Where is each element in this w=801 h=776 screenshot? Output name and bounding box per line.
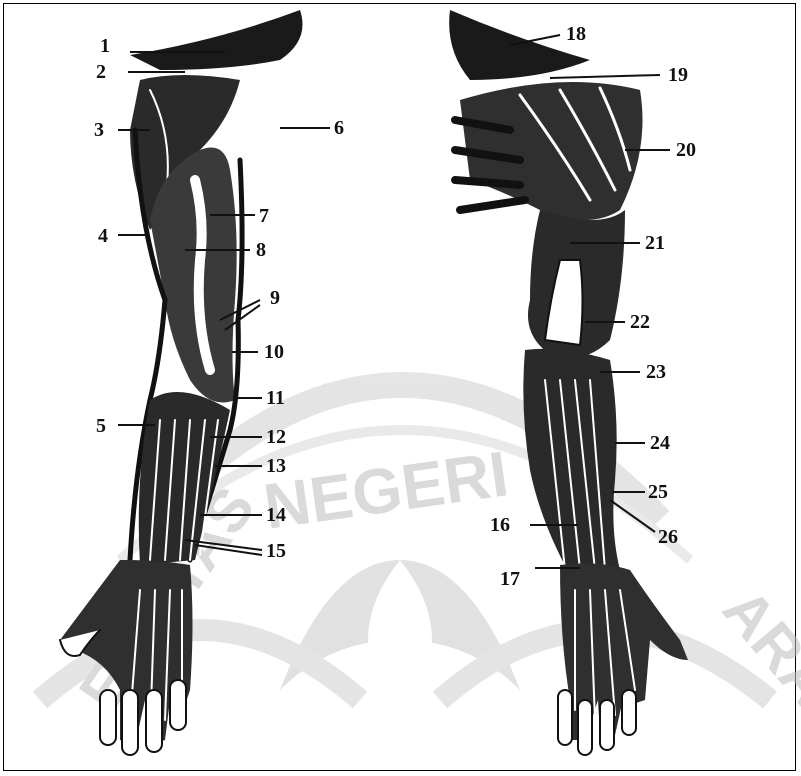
label-26: 26	[658, 526, 678, 548]
label-4: 4	[98, 225, 108, 247]
label-17: 17	[500, 568, 520, 590]
label-11: 11	[266, 387, 285, 409]
label-14: 14	[266, 504, 286, 526]
label-18: 18	[566, 23, 586, 45]
label-20: 20	[676, 139, 696, 161]
label-13: 13	[266, 455, 286, 477]
label-6: 6	[334, 117, 344, 139]
label-3: 3	[94, 119, 104, 141]
label-12: 12	[266, 426, 286, 448]
label-1: 1	[100, 35, 110, 57]
label-19: 19	[668, 64, 688, 86]
label-8: 8	[256, 239, 266, 261]
label-7: 7	[259, 205, 269, 227]
label-10: 10	[264, 341, 284, 363]
label-25: 25	[648, 481, 668, 503]
label-2: 2	[96, 61, 106, 83]
label-23: 23	[646, 361, 666, 383]
label-22: 22	[630, 311, 650, 333]
label-5: 5	[96, 415, 106, 437]
label-9: 9	[270, 287, 280, 309]
label-16: 16	[490, 514, 510, 536]
label-15: 15	[266, 540, 286, 562]
label-24: 24	[650, 432, 670, 454]
label-21: 21	[645, 232, 665, 254]
